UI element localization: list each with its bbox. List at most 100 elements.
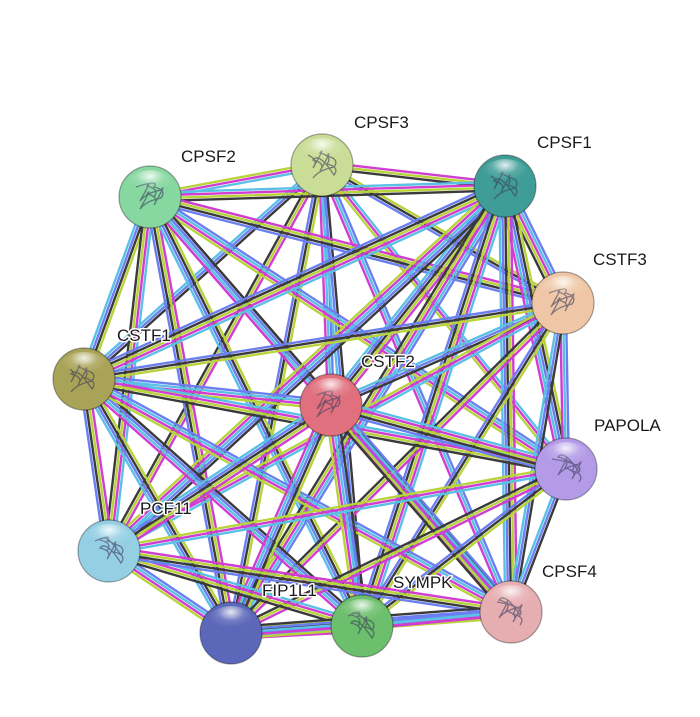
node-label-cstf3: CSTF3: [593, 250, 647, 269]
edge-evidence-line: [107, 403, 333, 553]
edge-evidence-line: [84, 165, 326, 383]
node-fip1l1[interactable]: FIP1L1: [199, 580, 318, 665]
node-cpsf1[interactable]: CPSF1: [473, 132, 593, 218]
edge-evidence-line: [325, 181, 502, 403]
edge-cpsf1-pcf11: [103, 180, 511, 557]
edge-evidence-line: [80, 179, 504, 375]
node-gloss: [482, 159, 528, 187]
node-gloss: [61, 352, 107, 380]
edge-cstf3-sympk: [358, 300, 567, 629]
edge-evidence-line: [500, 184, 510, 614]
edge-evidence-line: [109, 186, 509, 555]
edge-cstf2-cpsf4: [325, 399, 517, 618]
edge-evidence-line: [106, 553, 362, 632]
edge-evidence-line: [362, 470, 569, 630]
edge-evidence-line: [329, 403, 568, 471]
edge-evidence-line: [150, 195, 234, 634]
edge-evidence-line: [358, 300, 562, 626]
edge-cstf2-pcf11: [104, 398, 336, 558]
node-cpsf3[interactable]: CPSF3: [290, 112, 410, 197]
edge-papola-pcf11: [107, 464, 568, 556]
edge-evidence-line: [83, 373, 333, 402]
node-gloss: [86, 524, 132, 552]
edge-evidence-line: [144, 196, 228, 635]
edge-evidence-line: [317, 163, 330, 407]
edge-evidence-line: [78, 194, 148, 379]
edge-pcf11-cpsf4: [107, 545, 513, 618]
node-label-fip1l1: FIP1L1: [262, 581, 317, 600]
edge-evidence-line: [147, 196, 231, 635]
edge-evidence-line: [81, 195, 150, 380]
node-gloss: [540, 276, 586, 304]
edge-evidence-line: [83, 304, 565, 384]
edge-cstf2-papola: [328, 398, 569, 476]
edge-evidence-line: [107, 464, 567, 550]
edge-evidence-line: [334, 399, 517, 610]
edge-evidence-line: [355, 183, 501, 626]
node-label-cstf2: CSTF2: [361, 352, 415, 371]
edge-evidence-line: [103, 180, 503, 548]
edge-evidence-line: [85, 190, 509, 386]
node-gloss: [299, 138, 345, 166]
edge-evidence-line: [363, 303, 567, 629]
edge-evidence-line: [84, 187, 508, 383]
edge-evidence-line: [331, 401, 515, 612]
node-label-sympk: SYMPK: [393, 573, 453, 592]
node-cstf3[interactable]: CSTF3: [531, 249, 648, 335]
node-cpsf2[interactable]: CPSF2: [118, 146, 237, 229]
edge-evidence-line: [84, 377, 234, 634]
edge-evidence-line: [106, 401, 331, 550]
node-gloss: [543, 442, 589, 470]
node-cstf2[interactable]: CSTF2: [299, 351, 416, 437]
edge-evidence-line: [360, 301, 565, 628]
node-sympk[interactable]: SYMPK: [330, 572, 455, 658]
edge-evidence-line: [330, 401, 568, 468]
edge-evidence-line: [323, 161, 570, 469]
node-gloss: [339, 599, 385, 627]
node-label-cpsf3: CPSF3: [354, 113, 409, 132]
node-label-papola: PAPOLA: [594, 416, 661, 435]
edge-evidence-line: [81, 378, 231, 635]
node-label-cstf1: CSTF1: [117, 326, 171, 345]
node-cstf1[interactable]: CSTF1: [52, 325, 172, 411]
node-cpsf4[interactable]: CPSF4: [479, 561, 598, 644]
edge-evidence-line: [82, 184, 507, 381]
edge-evidence-line: [108, 470, 568, 556]
edge-evidence-line: [79, 381, 361, 631]
edge-evidence-line: [358, 183, 504, 627]
edge-evidence-line: [325, 407, 508, 618]
edge-evidence-line: [509, 184, 518, 614]
edge-evidence-line: [328, 299, 564, 404]
edge-evidence-line: [151, 192, 570, 467]
edge-evidence-line: [506, 184, 516, 614]
edge-evidence-line: [105, 182, 505, 551]
edge-cpsf1-cstf1: [80, 179, 509, 386]
edge-evidence-line: [107, 467, 568, 553]
edge-evidence-line: [328, 409, 566, 476]
edge-evidence-line: [329, 403, 513, 614]
node-label-cpsf1: CPSF1: [537, 133, 592, 152]
node-label-pcf11: PCF11: [140, 499, 192, 518]
edge-evidence-line: [82, 301, 565, 381]
edge-evidence-line: [144, 197, 360, 630]
edge-evidence-line: [229, 301, 565, 635]
node-gloss: [488, 585, 534, 613]
edge-evidence-line: [327, 405, 511, 616]
edge-evidence-line: [320, 163, 513, 614]
edge-evidence-line: [109, 406, 334, 555]
edge-evidence-line: [149, 191, 566, 300]
node-papola[interactable]: PAPOLA: [534, 415, 663, 501]
edge-evidence-line: [327, 182, 504, 405]
node-gloss: [127, 170, 173, 198]
edge-evidence-line: [104, 398, 330, 548]
edge-evidence-line: [107, 184, 507, 553]
edge-evidence-line: [148, 197, 567, 472]
edge-evidence-line: [107, 554, 512, 618]
edge-cpsf2-fip1l1: [144, 195, 237, 635]
edge-evidence-line: [82, 298, 564, 378]
node-gloss: [308, 378, 354, 406]
edge-evidence-line: [320, 163, 568, 471]
node-pcf11[interactable]: PCF11: [77, 498, 193, 583]
